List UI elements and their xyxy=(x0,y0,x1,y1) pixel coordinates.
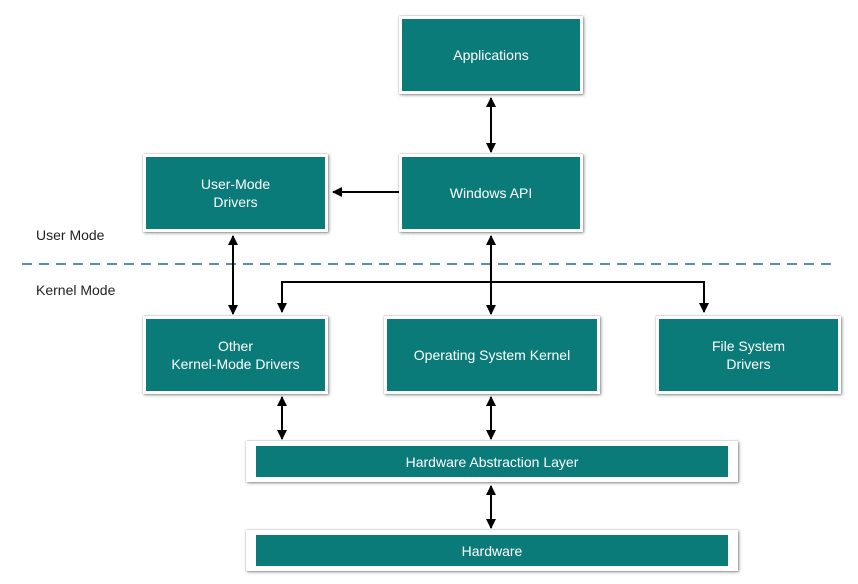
kernel-mode-label: Kernel Mode xyxy=(36,282,116,298)
bus-to-fs-drivers xyxy=(491,281,709,313)
applications-box: Applications xyxy=(399,16,583,94)
bus-to-other-drivers xyxy=(277,281,491,313)
hal-container: Hardware Abstraction Layer xyxy=(246,441,738,482)
windows-api-box: Windows API xyxy=(399,154,583,232)
file-system-drivers-box: File System Drivers xyxy=(656,316,841,394)
os-kernel-box: Operating System Kernel xyxy=(384,316,600,394)
hardware-container: Hardware xyxy=(246,530,738,571)
other-kernel-drivers-box: Other Kernel-Mode Drivers xyxy=(143,316,328,394)
user-mode-drivers-box: User-Mode Drivers xyxy=(143,154,328,232)
user-mode-label: User Mode xyxy=(36,227,105,243)
hal-bar: Hardware Abstraction Layer xyxy=(256,446,728,477)
hardware-bar: Hardware xyxy=(256,535,728,566)
